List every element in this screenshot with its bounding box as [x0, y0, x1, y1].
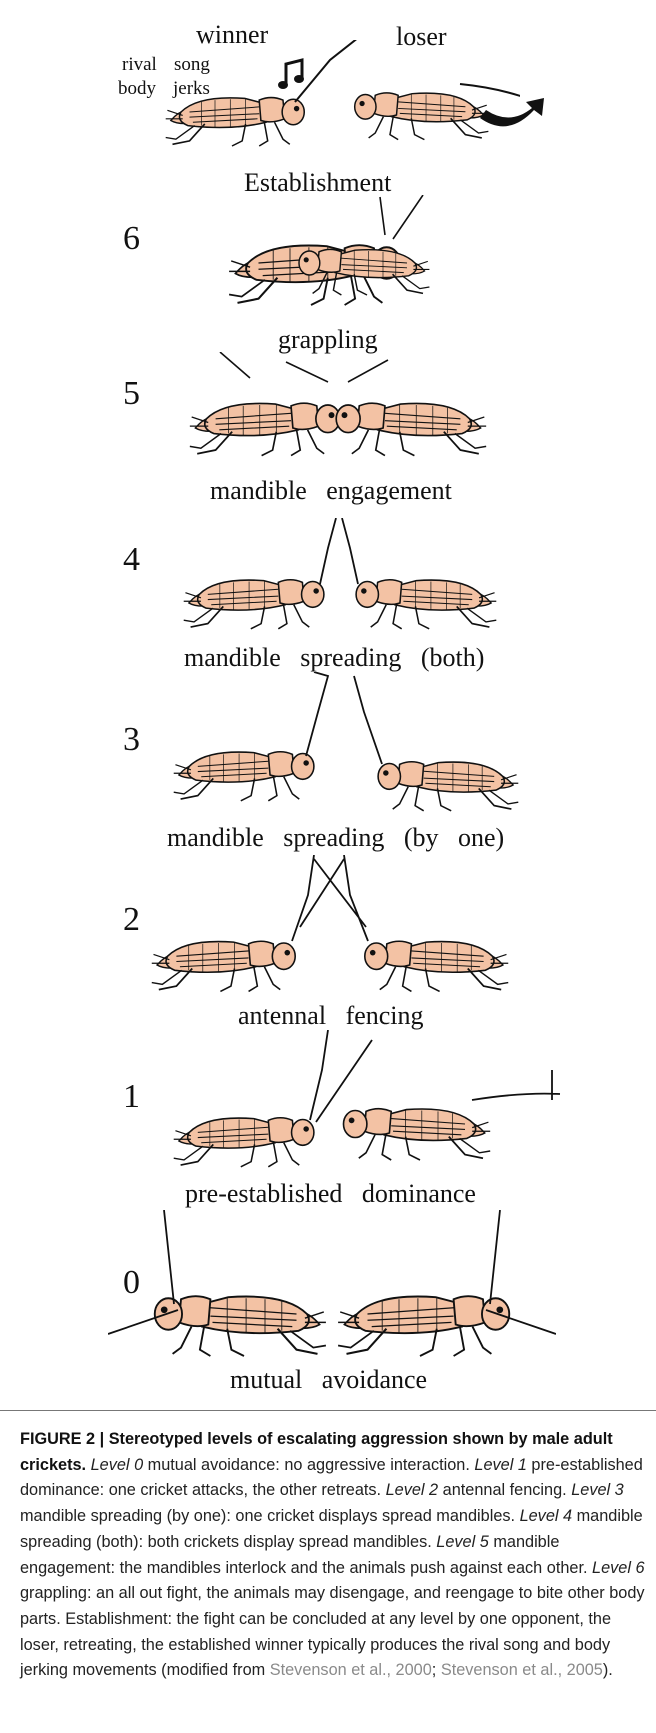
level-5-number: 5 [123, 377, 140, 411]
caption-divider [0, 1410, 656, 1411]
level-6-crickets-art [225, 195, 445, 315]
caption-level-0: Level 0 [91, 1456, 144, 1474]
caption-level-5: Level 5 [436, 1533, 489, 1551]
caption-level-6: Level 6 [592, 1559, 645, 1577]
establishment-crickets-art [160, 40, 520, 160]
level-3-label: mandible spreading (by one) [167, 825, 504, 851]
level-1-crickets-art [172, 1030, 564, 1180]
level-2-number: 2 [123, 903, 140, 937]
caption-level-3-text: mandible spreading (by one): one cricket… [20, 1507, 520, 1525]
level-3-number: 3 [123, 723, 140, 757]
level-3-crickets-art [168, 672, 524, 822]
figure-illustration: winner loser rival song body jerks Estab… [0, 0, 656, 1410]
caption-level-1: Level 1 [474, 1456, 527, 1474]
caption-separator: ; [432, 1661, 441, 1679]
body-label: body [118, 79, 156, 98]
reference-link-2000[interactable]: Stevenson et al., 2000 [270, 1661, 432, 1679]
caption-level-2-text: antennal fencing. [438, 1481, 571, 1499]
establishment-label: Establishment [244, 170, 391, 196]
level-1-label: pre-established dominance [185, 1181, 476, 1207]
level-6-number: 6 [123, 222, 140, 256]
level-6-label: grappling [278, 327, 378, 353]
level-0-crickets-art [108, 1210, 556, 1360]
caption-level-2: Level 2 [386, 1481, 439, 1499]
level-4-label: mandible spreading (both) [184, 645, 484, 671]
level-2-label: antennal fencing [238, 1003, 424, 1029]
reference-link-2005[interactable]: Stevenson et al., 2005 [441, 1661, 603, 1679]
level-5-crickets-art [188, 352, 488, 467]
figure-caption: FIGURE 2 | Stereotyped levels of escalat… [20, 1427, 650, 1684]
retreat-arrow-icon [478, 96, 550, 142]
level-2-crickets-art [150, 855, 510, 1005]
level-1-number: 1 [123, 1080, 140, 1114]
rival-label: rival [122, 55, 157, 74]
caption-level-4: Level 4 [520, 1507, 573, 1525]
level-4-number: 4 [123, 543, 140, 577]
caption-level-3: Level 3 [571, 1481, 624, 1499]
caption-end: ). [603, 1661, 613, 1679]
level-0-label: mutual avoidance [230, 1367, 427, 1393]
level-5-label: mandible engagement [210, 478, 452, 504]
caption-level-0-text: mutual avoidance: no aggressive interact… [143, 1456, 474, 1474]
level-4-crickets-art [180, 518, 500, 638]
